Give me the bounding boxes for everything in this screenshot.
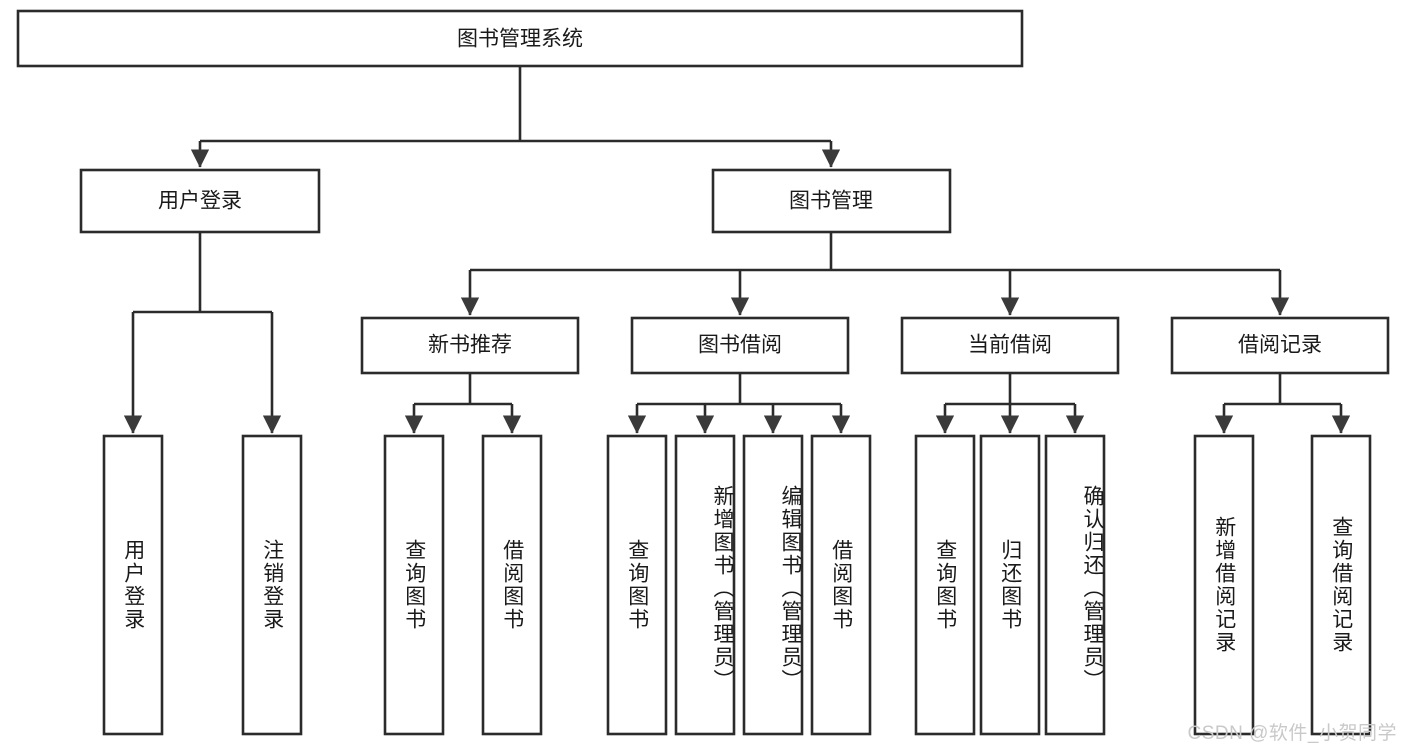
node-layer: 图书管理系统 用户登录 图书管理 新书推荐 图书借阅 当前借阅 借阅记录: [16, 9, 1390, 736]
node-leaf-new-2-box[interactable]: [481, 434, 543, 736]
node-leaf-borrow-1-box[interactable]: [606, 434, 668, 736]
node-current-label: 当前借阅: [968, 334, 1052, 357]
node-records-box[interactable]: [1170, 316, 1390, 375]
node-leaf-borrow-2-box[interactable]: [674, 434, 736, 736]
connector-layer: [123, 66, 1351, 434]
node-root-box[interactable]: [16, 9, 1024, 68]
node-records-label: 借阅记录: [1238, 334, 1322, 357]
watermark: CSDN @软件_小贺同学: [1187, 723, 1397, 744]
node-leaf-login-1-box[interactable]: [102, 434, 164, 736]
node-book-mgmt-box[interactable]: [711, 168, 952, 234]
node-login-label: 用户登录: [158, 190, 242, 213]
node-new-book-box[interactable]: [360, 316, 580, 375]
node-borrow-box[interactable]: [630, 316, 850, 375]
node-leaf-current-1-box[interactable]: [914, 434, 976, 736]
node-leaf-current-2-box[interactable]: [979, 434, 1041, 736]
node-leaf-borrow-4-box[interactable]: [810, 434, 872, 736]
node-borrow-label: 图书借阅: [698, 334, 782, 357]
node-login-box[interactable]: [79, 168, 321, 234]
node-leaf-login-2-box[interactable]: [241, 434, 303, 736]
node-root-label: 图书管理系统: [457, 28, 583, 51]
node-book-mgmt-label: 图书管理: [789, 190, 873, 213]
node-current-box[interactable]: [900, 316, 1120, 375]
node-leaf-borrow-3-box[interactable]: [742, 434, 804, 736]
node-leaf-records-1-box[interactable]: [1193, 434, 1255, 736]
node-leaf-records-2-box[interactable]: [1310, 434, 1372, 736]
node-leaf-current-3-box[interactable]: [1044, 434, 1106, 736]
node-new-book-label: 新书推荐: [428, 334, 512, 357]
node-leaf-new-1-box[interactable]: [383, 434, 445, 736]
